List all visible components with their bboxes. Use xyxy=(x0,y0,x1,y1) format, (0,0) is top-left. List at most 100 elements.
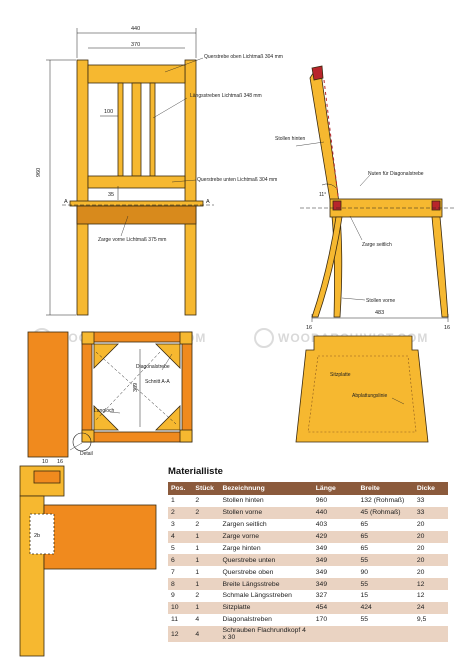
cell: 1 xyxy=(192,578,220,590)
cell: Stollen vorne xyxy=(219,506,313,519)
cell: 11 xyxy=(168,613,193,626)
cell: 20 xyxy=(413,566,448,579)
section-mark-left: A xyxy=(64,199,68,205)
joint-rail xyxy=(43,504,157,570)
table-header-row: Pos. Stück Bezeichnung Länge Breite Dick… xyxy=(168,482,448,495)
cell: Querstrebe unten xyxy=(219,554,313,567)
cell: 349 xyxy=(312,566,358,579)
top-rail xyxy=(87,64,186,84)
frame-inner xyxy=(91,341,183,433)
cell: 440 xyxy=(312,506,358,519)
cell: 170 xyxy=(312,613,358,626)
back-leg-left xyxy=(76,59,89,316)
label-slot: Langloch xyxy=(94,408,115,414)
watermark-logo-icon xyxy=(254,328,274,348)
label-front-leg: Stollen vorne xyxy=(366,298,395,304)
cell: 20 xyxy=(413,530,448,543)
cell: 5 xyxy=(168,542,193,555)
cell: 4 xyxy=(168,530,193,543)
header-thickness: Dicke xyxy=(413,482,448,495)
cell: 33 xyxy=(413,495,448,507)
side-view-dims xyxy=(295,141,455,322)
label-angle: 11° xyxy=(319,192,326,198)
section-mark-right: A xyxy=(206,199,210,205)
label-top-rail: Querstrebe oben Lichtmaß 304 mm xyxy=(204,54,283,60)
label-long-slats: Längsstreben Lichtmaß 348 mm xyxy=(190,93,262,99)
cell xyxy=(312,625,358,643)
back-leg-top-cap xyxy=(311,65,324,81)
cell: 2 xyxy=(192,506,220,519)
materials-title: Materialliste xyxy=(168,466,223,477)
cell: 403 xyxy=(312,518,358,531)
cell: 55 xyxy=(357,554,414,567)
flatten-line xyxy=(307,355,417,433)
diagonal-brace-tr xyxy=(155,343,181,369)
cell: 24 xyxy=(413,601,448,614)
front-view xyxy=(69,59,204,316)
cell: 3 xyxy=(168,518,193,531)
cell: Querstrebe oben xyxy=(219,566,313,579)
cell: Diagonalstreben xyxy=(219,613,313,626)
cell: 20 xyxy=(413,554,448,567)
cell: Zarge vorne xyxy=(219,530,313,543)
diagonal-brace-tl xyxy=(93,343,119,369)
cell: 55 xyxy=(357,613,414,626)
header-length: Länge xyxy=(312,482,358,495)
materials-list: Materialliste Pos. Stück Bezeichnung Län… xyxy=(168,466,448,643)
dim-369: 369 xyxy=(133,383,139,392)
dim-440: 440 xyxy=(131,26,140,32)
slat-wide xyxy=(131,82,142,177)
cell: 1 xyxy=(168,495,193,507)
dim-370: 370 xyxy=(131,42,140,48)
label-back-leg: Stollen hinten xyxy=(275,136,306,142)
cell: Zargen seitlich xyxy=(219,518,313,531)
joint-detail xyxy=(19,465,157,657)
header-name: Bezeichnung xyxy=(219,482,313,495)
cell: 349 xyxy=(312,578,358,590)
cell: 4 xyxy=(192,613,220,626)
dim-35: 35 xyxy=(108,192,114,198)
cell: 20 xyxy=(413,542,448,555)
cell: 424 xyxy=(357,601,414,614)
cell: 15 xyxy=(357,590,414,602)
section-view-dims xyxy=(69,349,177,452)
cell: 12 xyxy=(413,590,448,602)
header-count: Stück xyxy=(192,482,220,495)
cell: 429 xyxy=(312,530,358,543)
header-pos: Pos. xyxy=(168,482,193,495)
front-leg-side xyxy=(431,216,449,318)
label-side-apron: Zarge seitlich xyxy=(362,242,392,248)
diagonal-brace-br xyxy=(155,405,181,431)
cell: Schmale Längsstreben xyxy=(219,590,313,602)
cell xyxy=(357,625,414,643)
cell: Schrauben Flachrundkopf 4 x 30 xyxy=(219,625,313,643)
cell: 55 xyxy=(357,578,414,590)
cell: 1 xyxy=(192,530,220,543)
cell: 2 xyxy=(192,518,220,531)
cell: 327 xyxy=(312,590,358,602)
cell: 132 (Rohmaß) xyxy=(357,495,414,507)
materials-table: Pos. Stück Bezeichnung Länge Breite Dick… xyxy=(168,482,448,643)
lower-rail xyxy=(87,175,186,189)
label-seat-plate: Sitzplatte xyxy=(330,372,351,378)
cell: 4 xyxy=(192,625,220,643)
back-leg-lower xyxy=(311,216,343,318)
cell: 65 xyxy=(357,542,414,555)
cell: 90 xyxy=(357,566,414,579)
slat-narrow-left xyxy=(117,82,124,177)
cell: 2 xyxy=(192,590,220,602)
cell: 65 xyxy=(357,530,414,543)
cell: Breite Längsstrebe xyxy=(219,578,313,590)
